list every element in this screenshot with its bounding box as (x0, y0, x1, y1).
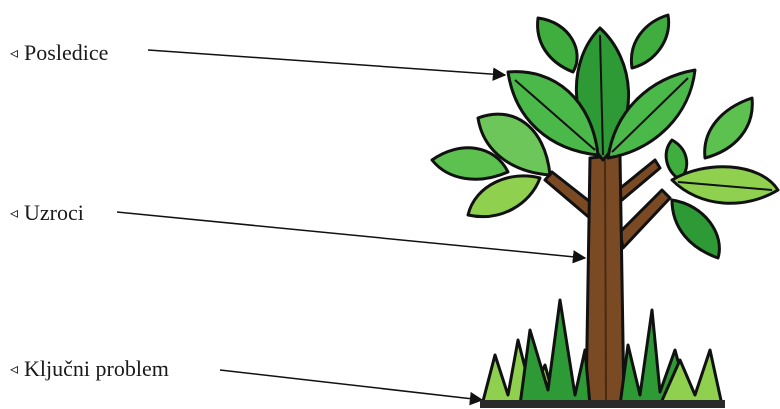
arrow-key-problem (220, 370, 482, 400)
triangle-marker-icon: ◃ (10, 205, 18, 222)
triangle-marker-icon: ◃ (10, 45, 18, 62)
label-key-problem-text: Ključni problem (24, 356, 169, 381)
label-key-problem: ◃ Ključni problem (10, 358, 169, 380)
label-causes-text: Uzroci (24, 200, 84, 225)
right-small-branch (618, 160, 660, 200)
arrow-consequences (148, 50, 505, 75)
triangle-marker-icon: ◃ (10, 361, 18, 378)
label-consequences-text: Posledice (24, 40, 108, 65)
arrow-causes (117, 212, 585, 258)
label-consequences: ◃ Posledice (10, 42, 108, 64)
label-causes: ◃ Uzroci (10, 202, 84, 224)
right-branch (620, 190, 670, 248)
